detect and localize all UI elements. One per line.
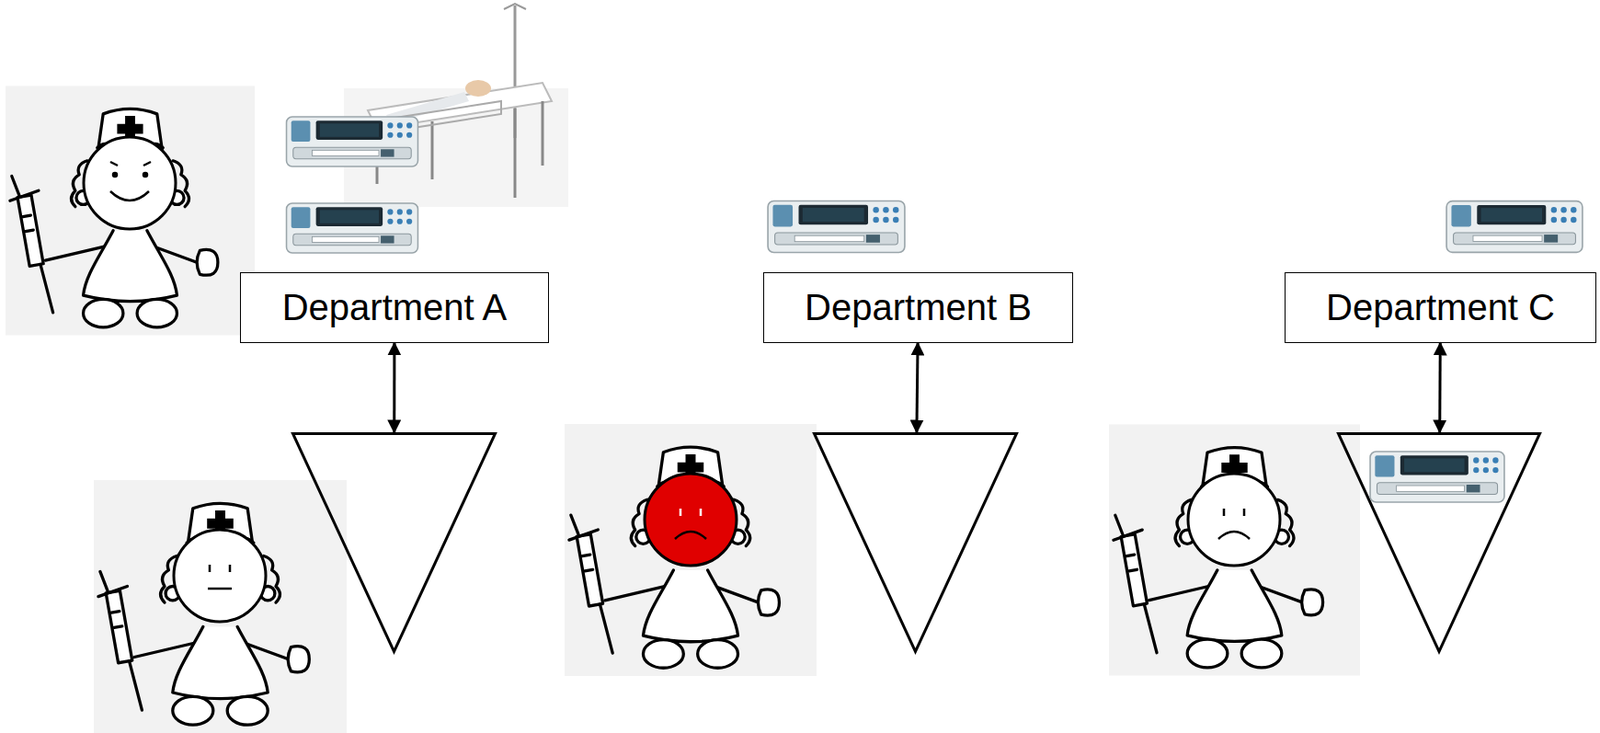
infusion-pump	[767, 200, 905, 252]
department-box: Department A	[240, 272, 549, 343]
triangle-outline	[291, 432, 497, 653]
department-label: Department C	[1325, 286, 1555, 329]
triangle-outline	[1337, 432, 1542, 653]
nurse-figure	[1108, 424, 1360, 676]
nurse-figure	[564, 423, 817, 676]
department-box: Department B	[763, 272, 1074, 343]
infusion-pump	[1446, 201, 1583, 253]
double-arrow	[916, 342, 918, 433]
infusion-pump	[286, 116, 419, 167]
nurse-figure	[93, 480, 347, 733]
department-label: Department A	[282, 286, 508, 329]
triangle-shape	[814, 434, 1018, 652]
inventory-triangle	[291, 432, 497, 653]
inventory-triangle	[812, 432, 1018, 653]
hospital-bed	[343, 3, 569, 207]
nurse-face	[83, 137, 176, 229]
double-arrow	[392, 342, 396, 433]
double-arrow	[1438, 342, 1442, 433]
triangle-outline	[812, 432, 1018, 653]
infusion-pump	[1370, 451, 1505, 503]
department-box: Department C	[1284, 272, 1597, 343]
inventory-triangle	[1337, 432, 1542, 653]
triangle-shape	[293, 434, 496, 652]
infusion-pump	[286, 203, 419, 253]
department-label: Department B	[804, 286, 1032, 329]
nurse-face	[1188, 473, 1280, 566]
nurse-face	[173, 529, 266, 622]
triangle-shape	[1338, 434, 1541, 652]
nurse-figure	[5, 86, 255, 336]
nurse-face	[644, 473, 737, 566]
